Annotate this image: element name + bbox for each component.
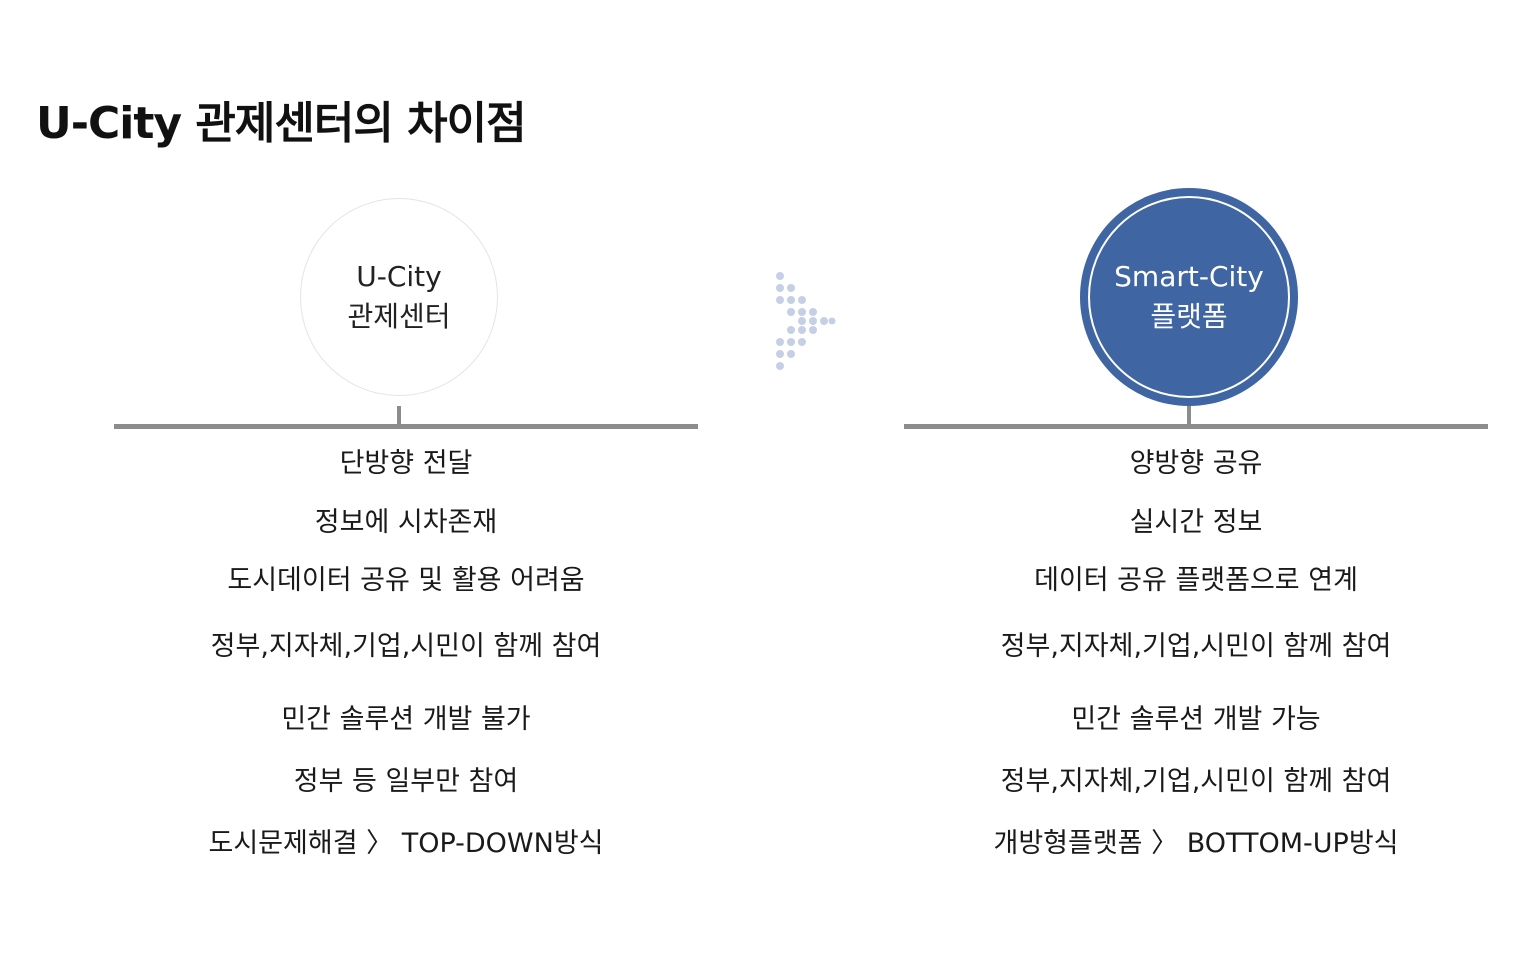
ucity-circle-label-line2: 관제센터: [347, 300, 451, 333]
ucity-divider-bar: [114, 424, 698, 429]
ucity-feature-item: 민간 솔루션 개발 불가: [281, 704, 531, 735]
ucity-column: U-City 관제센터 단방향 전달 정보에 시차존재 도시데이터 공유 및 활…: [114, 190, 698, 890]
smartcity-circle-label-line1: Smart-City: [1114, 260, 1264, 293]
smartcity-feature-item: 데이터 공유 플랫폼으로 연계: [1034, 565, 1358, 596]
smartcity-feature-item: 실시간 정보: [1129, 507, 1263, 538]
ucity-connector-stem: [397, 406, 401, 428]
ucity-circle: U-City 관제센터: [300, 198, 498, 396]
ucity-feature-item: 정부,지자체,기업,시민이 함께 참여: [210, 631, 602, 662]
ucity-feature-item: 정부 등 일부만 참여: [293, 766, 519, 797]
smartcity-feature-item: 민간 솔루션 개발 가능: [1071, 704, 1321, 735]
smartcity-circle: Smart-City 플랫폼: [1080, 188, 1298, 406]
ucity-feature-item: 정보에 시차존재: [314, 507, 498, 538]
smartcity-circle-label-line2: 플랫폼: [1150, 300, 1228, 333]
smartcity-feature-item: 정부,지자체,기업,시민이 함께 참여: [1000, 766, 1392, 797]
smartcity-divider-bar: [904, 424, 1488, 429]
smartcity-feature-item: 개방형플랫폼 〉 BOTTOM-UP방식: [993, 828, 1399, 859]
ucity-circle-label-line1: U-City: [356, 260, 442, 293]
ucity-feature-item: 도시데이터 공유 및 활용 어려움: [227, 565, 585, 596]
smartcity-connector-stem: [1187, 406, 1191, 428]
page-title: U-City 관제센터의 차이점: [36, 98, 527, 149]
ucity-feature-item: 단방향 전달: [339, 448, 473, 479]
smartcity-column: Smart-City 플랫폼 양방향 공유 실시간 정보 데이터 공유 플랫폼으…: [904, 188, 1488, 890]
ucity-feature-item: 도시문제해결 〉 TOP-DOWN방식: [208, 828, 604, 859]
dotted-chevron-right-arrow-icon: [776, 272, 836, 370]
smartcity-feature-item: 정부,지자체,기업,시민이 함께 참여: [1000, 631, 1392, 662]
smartcity-feature-item: 양방향 공유: [1129, 448, 1263, 479]
